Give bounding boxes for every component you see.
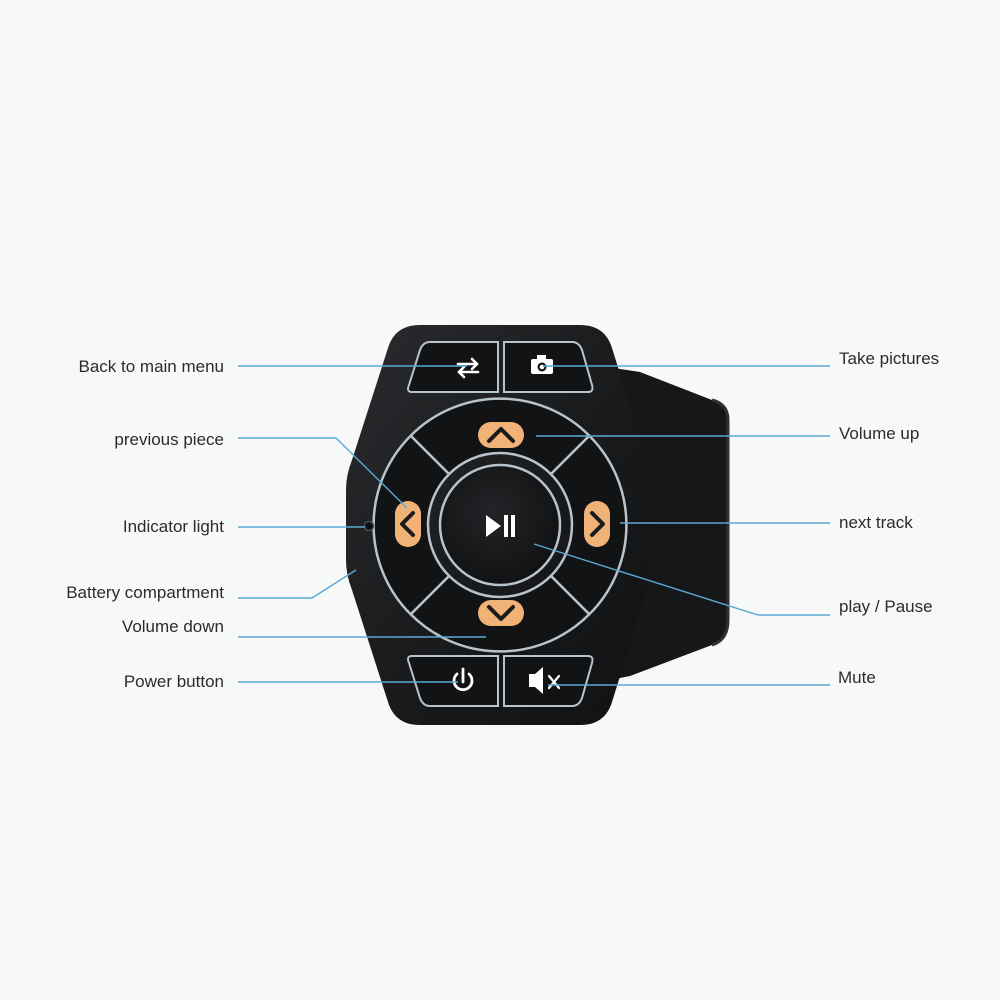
chevron-right-icon	[584, 501, 610, 547]
chevron-up-icon	[478, 422, 524, 448]
play-pause-icon	[486, 515, 515, 537]
leader-play-pause	[533, 543, 830, 616]
label-mute: Mute	[838, 668, 876, 687]
leader-previous	[238, 437, 408, 509]
indicator-light	[363, 520, 375, 532]
label-power-button: Power button	[123, 672, 224, 691]
leader-battery	[238, 569, 357, 599]
chevron-down-icon	[478, 600, 524, 626]
mute-button[interactable]	[503, 655, 594, 707]
power-icon	[452, 667, 474, 692]
play-pause-button[interactable]	[438, 463, 562, 587]
label-next-track: next track	[839, 513, 913, 532]
chevron-left-icon	[395, 501, 421, 547]
leader-lines	[238, 365, 830, 686]
repeat-arrows-icon	[456, 357, 480, 379]
label-battery-compartment: Battery compartment	[66, 583, 224, 602]
label-indicator-light: Indicator light	[122, 517, 224, 536]
label-play-pause: play / Pause	[839, 597, 933, 616]
label-previous-piece: previous piece	[114, 430, 224, 449]
label-volume-up: Volume up	[839, 424, 920, 443]
back-button[interactable]	[407, 341, 499, 393]
speaker-mute-icon	[529, 667, 561, 694]
label-back-to-main-menu: Back to main menu	[78, 357, 224, 376]
strap-edge	[711, 398, 730, 647]
label-volume-down: Volume down	[121, 617, 224, 636]
label-take-pictures: Take pictures	[839, 349, 940, 368]
